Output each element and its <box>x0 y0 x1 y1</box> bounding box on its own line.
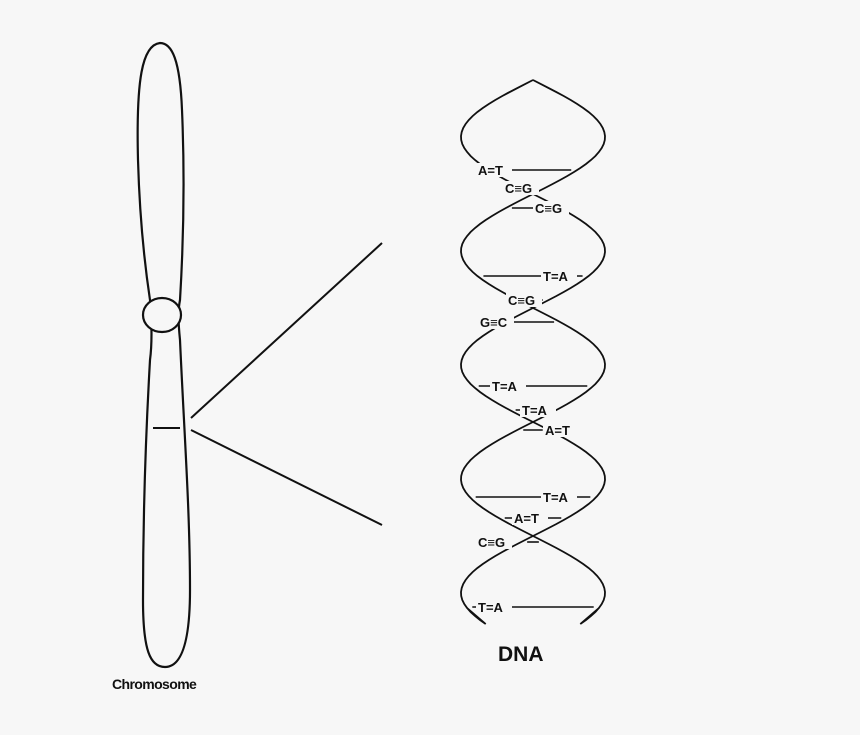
base-pair-label-backdrop <box>490 379 526 393</box>
base-pair-label-backdrop <box>476 163 512 177</box>
base-pair-label-backdrop <box>533 201 569 215</box>
base-pair-label-backdrop <box>476 600 512 614</box>
base-pair-label-backdrop <box>476 535 512 549</box>
zoom-lines <box>190 242 383 526</box>
base-pair-label-backdrop <box>520 403 556 417</box>
zoom-line-upper <box>190 242 383 419</box>
base-pair-label: T=A <box>543 269 569 284</box>
base-pair-label-backdrop <box>543 423 579 437</box>
base-pair-label: T=A <box>492 379 518 394</box>
base-pair-label-backdrop <box>503 181 539 195</box>
base-pair-label: C≡G <box>478 535 505 550</box>
chromosome-label: Chromosome <box>112 676 197 692</box>
base-pair-label-backdrop <box>541 490 577 504</box>
base-pair-label: G≡C <box>480 315 508 330</box>
dna-helix: A=TC≡GC≡GT=AC≡GG≡CT=AT=AA=TT=AA=TC≡GT=A <box>460 79 606 625</box>
zoom-line-lower <box>190 429 383 526</box>
base-pair-label: A=T <box>478 163 503 178</box>
base-pair-label-backdrop <box>506 293 542 307</box>
dna-strand-2 <box>460 79 606 625</box>
chromosome-outline <box>136 41 192 669</box>
base-pair-label-backdrop <box>512 511 548 525</box>
base-pair-label: T=A <box>543 490 569 505</box>
base-pair-label: A=T <box>514 511 539 526</box>
base-pair-label-backdrop <box>478 315 514 329</box>
base-pair-label: C≡G <box>508 293 535 308</box>
base-pair-label: T=A <box>478 600 504 615</box>
centromere <box>141 296 183 334</box>
dna-strand-1 <box>460 79 606 625</box>
base-pair-label-backdrop <box>541 269 577 283</box>
base-pair-label: C≡G <box>505 181 532 196</box>
base-pair-label: C≡G <box>535 201 562 216</box>
chromosome <box>136 41 192 669</box>
dna-label: DNA <box>498 643 544 666</box>
base-pair-label: T=A <box>522 403 548 418</box>
base-pair-label: A=T <box>545 423 570 438</box>
